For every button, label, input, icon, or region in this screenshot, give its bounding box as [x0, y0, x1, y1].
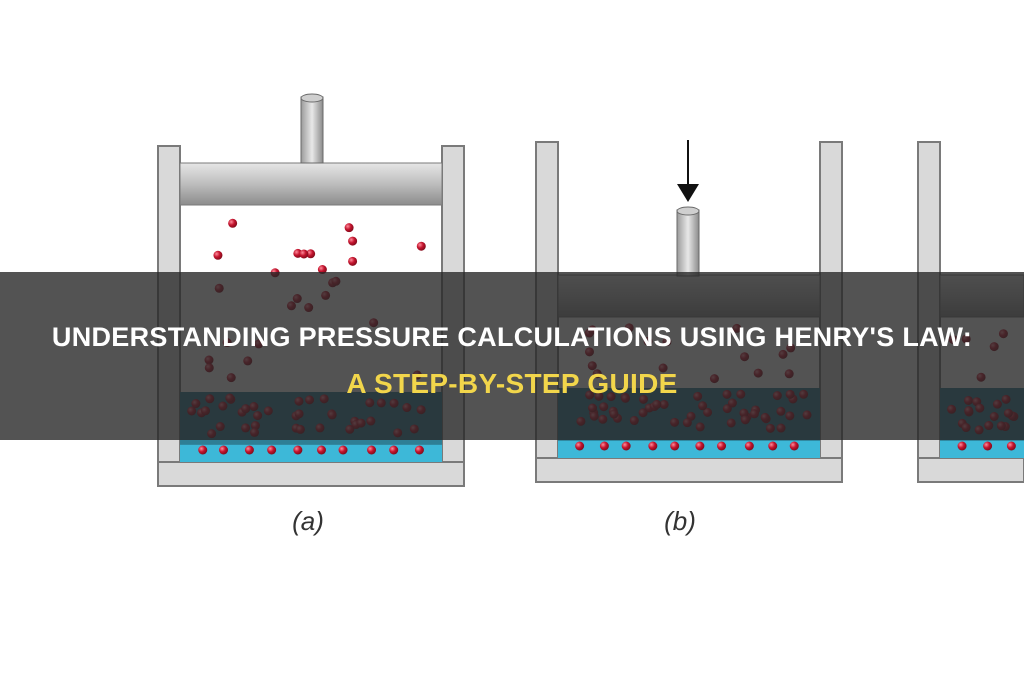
cylinder-a-piston [179, 162, 443, 206]
molecule [957, 441, 967, 451]
molecule [648, 441, 658, 451]
cylinder-a-rod-cap [300, 93, 324, 103]
molecule [414, 445, 424, 455]
page-title: UNDERSTANDING PRESSURE CALCULATIONS USIN… [51, 322, 973, 352]
molecule [416, 241, 426, 251]
molecule [348, 256, 358, 266]
molecule [219, 445, 229, 455]
molecule [768, 441, 778, 451]
molecule [344, 223, 354, 233]
cylinder-a-base [157, 461, 465, 487]
molecule [389, 445, 399, 455]
page-subtitle: A STEP-BY-STEP GUIDE [346, 368, 678, 399]
molecule [717, 441, 727, 451]
molecule [317, 265, 327, 275]
molecule [213, 250, 223, 260]
molecule [338, 445, 348, 455]
molecule [293, 445, 303, 455]
molecule [575, 441, 585, 451]
cylinder-a-piston-rod [300, 96, 324, 164]
molecule [621, 441, 631, 451]
cylinder-b-rod-cap [676, 206, 700, 216]
molecule [670, 441, 680, 451]
cylinder-b-base [535, 457, 843, 483]
molecule [228, 218, 238, 228]
molecule [316, 445, 326, 455]
panel-label-b: (b) [664, 506, 696, 536]
molecule [244, 445, 254, 455]
molecule [367, 445, 377, 455]
title-banner [0, 272, 1024, 440]
molecule [983, 441, 993, 451]
molecule [306, 249, 316, 259]
molecule [267, 445, 277, 455]
molecule [348, 236, 358, 246]
molecule [198, 445, 208, 455]
molecule [1006, 441, 1016, 451]
molecule [695, 441, 705, 451]
molecule [789, 441, 799, 451]
pressure-arrow-icon [677, 140, 699, 202]
cylinder-b-piston-rod [676, 209, 700, 277]
molecule [299, 249, 309, 259]
molecule [744, 441, 754, 451]
molecule [599, 441, 609, 451]
panel-label-a: (a) [292, 506, 324, 536]
cylinder-c-base [917, 457, 1024, 483]
